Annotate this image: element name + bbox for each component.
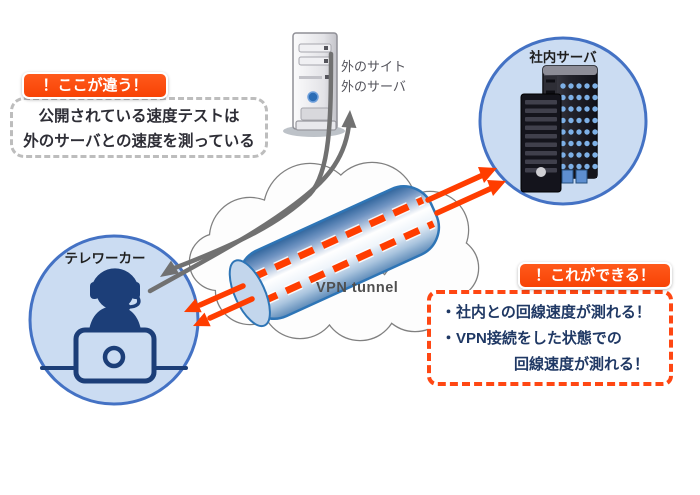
server-rack-front-icon xyxy=(520,93,562,193)
headset-band-icon xyxy=(92,268,138,289)
right-callout-line3: 回線速度が測れる！ xyxy=(513,356,649,373)
company-server-label: 社内サーバ xyxy=(529,50,597,65)
tunnel-speed-arrows xyxy=(184,167,506,327)
external-server-label: 外のサイト 外のサーバ xyxy=(341,57,406,97)
server-foot-left xyxy=(561,169,574,184)
external-server-label-line2: 外のサーバ xyxy=(341,79,406,94)
laptop-logo xyxy=(102,345,126,369)
orange-arrowhead-to-teleworker-2 xyxy=(193,312,211,327)
gray-arrowhead-to-server xyxy=(341,110,357,128)
left-callout-badge: ！ここが違う！ xyxy=(22,72,168,99)
left-callout-bubble: 公開されている速度テストは 外のサーバとの速度を測っている xyxy=(10,97,268,158)
gray-arrow-down-line xyxy=(147,121,352,294)
person-head xyxy=(96,272,134,310)
headset-mic-tip xyxy=(123,303,131,311)
server-foot-right xyxy=(575,169,588,184)
teleworker-circle xyxy=(28,234,200,406)
vpn-tunnel-icon xyxy=(228,185,441,328)
orange-arrowhead-to-teleworker-1 xyxy=(184,298,202,313)
external-server-label-line1: 外のサイト xyxy=(341,59,407,74)
external-server-icon xyxy=(283,32,345,137)
headset-earcup-left xyxy=(90,282,99,299)
right-callout-line2: ・VPN接続をした状態での xyxy=(441,330,622,347)
orange-arrowhead-to-company-2 xyxy=(487,180,506,196)
server-led-grid xyxy=(560,83,598,170)
tunnel-opening xyxy=(228,259,271,328)
right-callout-line1: ・社内との回線速度が測れる！ xyxy=(441,304,651,321)
gray-arrowhead-to-teleworker xyxy=(160,260,179,277)
left-callout-line2: 外のサーバとの速度を測っている xyxy=(23,133,255,150)
right-callout-badge: ！これができる！ xyxy=(518,262,672,289)
teleworker-label: テレワーカー xyxy=(64,251,146,266)
laptop-icon xyxy=(73,327,157,384)
external-path-arrows xyxy=(147,51,357,294)
vpn-tunnel-label: VPN tunnel xyxy=(316,280,399,296)
orange-arrowhead-to-company-1 xyxy=(478,167,497,183)
right-callout-box: ・社内との回線速度が測れる！ ・VPN接続をした状態での 回線速度が測れる！ xyxy=(427,290,673,386)
tunnel-dashed-lines xyxy=(250,196,436,305)
left-callout-line1: 公開されている速度テストは xyxy=(38,108,240,125)
company-server-circle xyxy=(478,36,648,206)
